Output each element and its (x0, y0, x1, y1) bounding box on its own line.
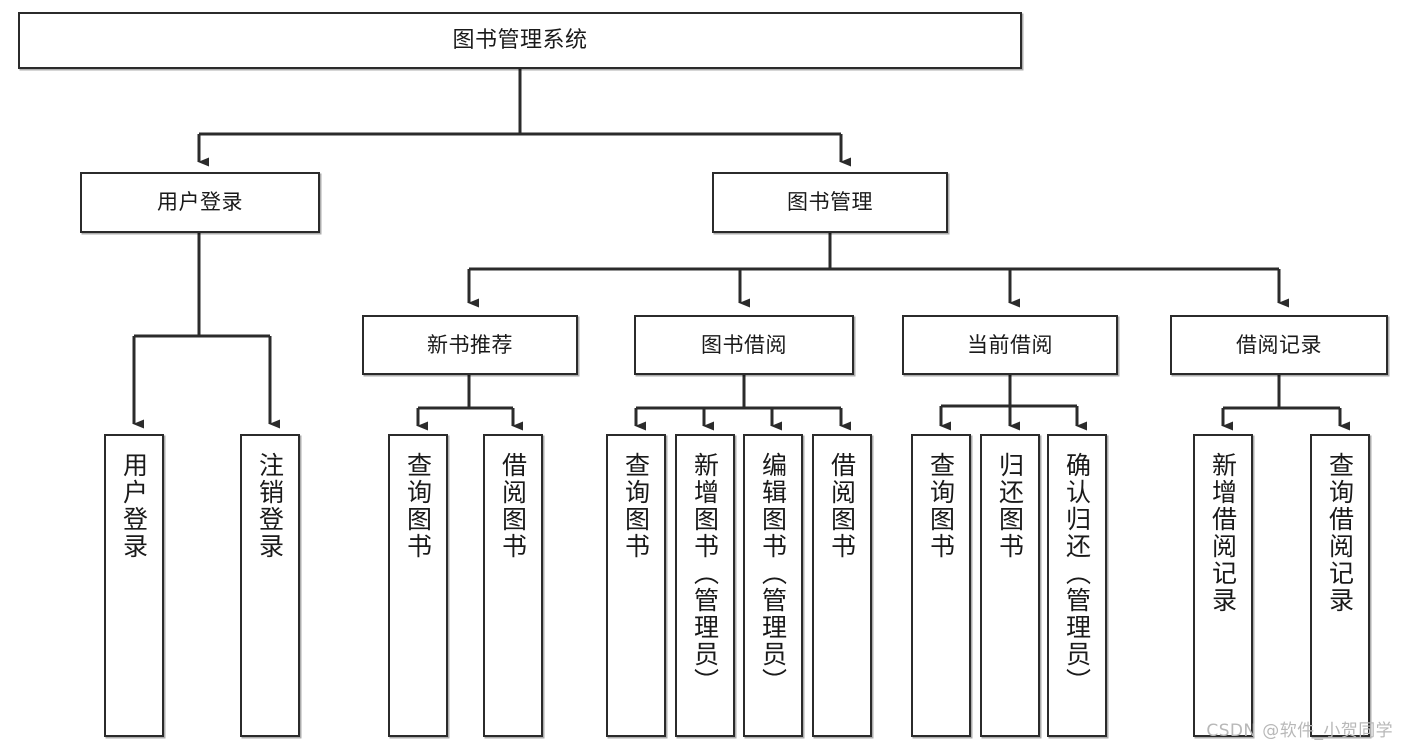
node-book-management[interactable]: 图书管理 (712, 172, 948, 233)
node-label: 图书管理系统 (452, 27, 588, 53)
node-label: 查询图书 (403, 452, 433, 560)
node-label: 注销登录 (255, 452, 285, 560)
node-label: 用户登录 (157, 190, 243, 215)
node-leaf-borrow-book[interactable]: 借阅图书 (812, 434, 872, 737)
node-label: 查询借阅记录 (1325, 452, 1355, 614)
node-label: 当前借阅 (967, 332, 1053, 357)
node-label: 借阅图书 (498, 452, 528, 560)
node-root-system[interactable]: 图书管理系统 (18, 12, 1022, 69)
node-label: 借阅图书 (827, 452, 857, 560)
node-leaf-add-borrow-record[interactable]: 新增借阅记录 (1193, 434, 1253, 737)
node-leaf-query-borrow-record[interactable]: 查询借阅记录 (1310, 434, 1370, 737)
node-new-book-recommend[interactable]: 新书推荐 (362, 315, 578, 375)
node-label: 新书推荐 (427, 332, 513, 357)
node-leaf-add-book-admin[interactable]: 新增图书（管理员） (675, 434, 735, 737)
node-book-borrow[interactable]: 图书借阅 (634, 315, 854, 375)
node-label: 确认归还（管理员） (1062, 452, 1092, 695)
node-leaf-borrow-book-recommend[interactable]: 借阅图书 (483, 434, 543, 737)
node-leaf-user-login[interactable]: 用户登录 (104, 434, 164, 737)
node-label: 借阅记录 (1236, 332, 1322, 357)
node-leaf-logout[interactable]: 注销登录 (240, 434, 300, 737)
node-label: 归还图书 (995, 452, 1025, 560)
node-label: 编辑图书（管理员） (758, 452, 788, 695)
watermark-text: CSDN @软件_小贺同学 (1206, 721, 1393, 741)
node-leaf-return-book[interactable]: 归还图书 (980, 434, 1040, 737)
node-user-login[interactable]: 用户登录 (80, 172, 320, 233)
node-label: 查询图书 (621, 452, 651, 560)
node-label: 图书借阅 (701, 332, 787, 357)
node-borrow-record[interactable]: 借阅记录 (1170, 315, 1388, 375)
node-leaf-query-book-recommend[interactable]: 查询图书 (388, 434, 448, 737)
node-leaf-query-book[interactable]: 查询图书 (606, 434, 666, 737)
node-label: 用户登录 (119, 452, 149, 560)
node-leaf-query-book-current[interactable]: 查询图书 (911, 434, 971, 737)
node-label: 查询图书 (926, 452, 956, 560)
node-leaf-edit-book-admin[interactable]: 编辑图书（管理员） (743, 434, 803, 737)
node-current-borrow[interactable]: 当前借阅 (902, 315, 1118, 375)
node-label: 新增借阅记录 (1208, 452, 1238, 614)
node-label: 图书管理 (787, 190, 873, 215)
node-leaf-confirm-return-admin[interactable]: 确认归还（管理员） (1047, 434, 1107, 737)
node-label: 新增图书（管理员） (690, 452, 720, 695)
